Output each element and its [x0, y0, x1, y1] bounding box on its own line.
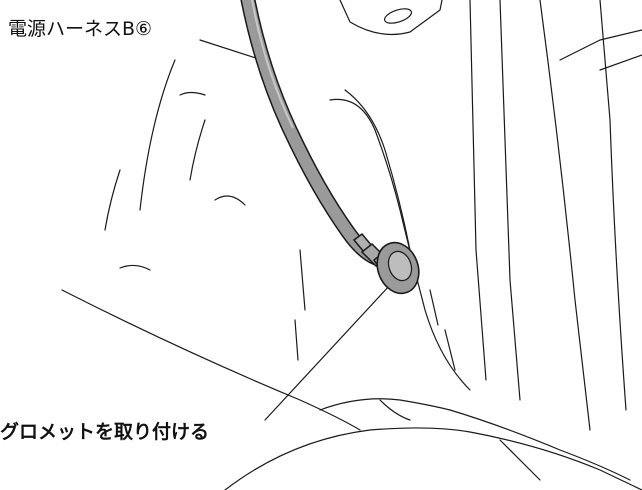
- pillar-edge-3: [539, 0, 591, 431]
- dash-line-1: [444, 329, 456, 371]
- seat-fold-2: [449, 409, 631, 481]
- pillar-edge-6: [599, 54, 642, 71]
- panel-hole: [383, 8, 413, 24]
- power-harness-cable: [240, 0, 384, 266]
- seat-fold-3: [379, 399, 411, 421]
- trim-stroke-4: [119, 264, 151, 271]
- pillar-edge-5: [559, 29, 642, 61]
- seat-top-curve: [224, 427, 642, 490]
- pillar-edge-1: [469, 0, 487, 381]
- trim-stroke-3: [104, 169, 121, 231]
- inner-panel-curve: [329, 98, 471, 391]
- body-panel-outline: [339, 0, 443, 36]
- dash-line-4: [294, 319, 299, 361]
- trim-stroke-6: [179, 91, 206, 96]
- grommet-instruction-label: グロメットを取り付ける: [0, 421, 210, 443]
- trim-stroke-5: [214, 195, 246, 206]
- trim-stroke-1: [139, 59, 176, 211]
- dash-line-2: [429, 289, 439, 326]
- dash-line-3: [299, 249, 306, 311]
- pillar-edge-4: [599, 0, 627, 411]
- harness-callout-label: 電源ハーネスB⑥: [8, 18, 153, 40]
- seat-fold-1: [319, 398, 451, 411]
- inner-panel-curve-2: [344, 89, 411, 251]
- trim-stroke-2: [189, 119, 206, 181]
- grommet-leader-line: [264, 284, 391, 421]
- floor-line-1: [61, 289, 361, 431]
- pillar-edge-2: [499, 0, 521, 401]
- seat-fold-4: [499, 439, 541, 481]
- grommet: [376, 241, 420, 295]
